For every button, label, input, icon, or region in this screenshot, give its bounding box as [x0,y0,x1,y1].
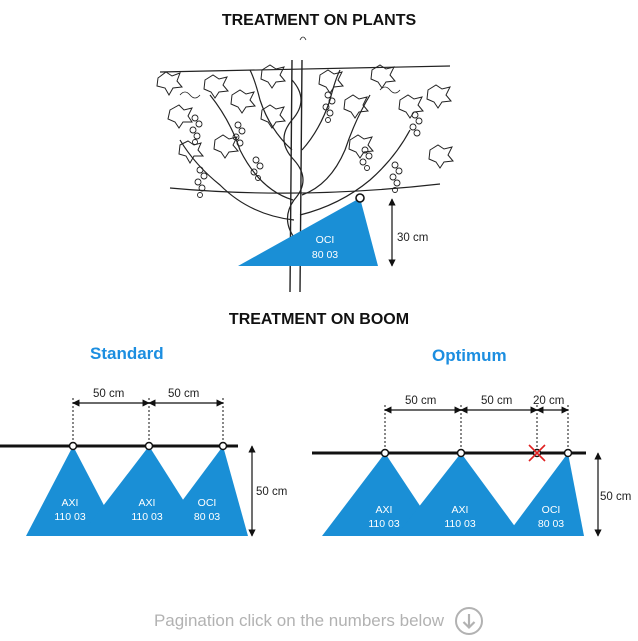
optimum-nozzle[interactable] [456,448,466,458]
standard-nozzle[interactable] [218,441,228,451]
standard-nozzle-model: AXI [139,497,156,509]
optimum-spray-fan [396,453,522,536]
optimum-nozzle[interactable] [380,448,390,458]
standard-nozzle[interactable] [68,441,78,451]
standard-nozzle[interactable] [144,441,154,451]
vine-illustration [156,36,454,293]
optimum-label: Optimum [432,346,507,365]
optimum-nozzle-code: 110 03 [444,518,475,530]
optimum-nozzle-model: AXI [452,504,469,516]
plant-nozzle[interactable] [355,193,365,203]
optimum-nozzle-model: OCI [542,504,561,516]
pagination-text: Pagination click on the numbers below [153,611,445,630]
plants-title: TREATMENT ON PLANTS [221,12,417,29]
optimum-nozzle-model: AXI [376,504,393,516]
pagination-hint[interactable]: Pagination click on the numbers below [0,606,638,636]
optimum-spacing-label: 20 cm [533,395,564,407]
standard-spray-fan [26,446,120,536]
standard-spacing-label: 50 cm [93,388,124,400]
standard-nozzle-code: 110 03 [54,511,85,523]
boom-title: TREATMENT ON BOOM [228,311,410,328]
optimum-nozzle[interactable] [563,448,573,458]
standard-nozzle-code: 80 03 [194,511,220,523]
plant-nozzle-code: 80 03 [312,249,338,261]
optimum-height-label: 50 cm [600,491,631,503]
standard-nozzle-model: AXI [62,497,79,509]
plant-spray-fan [238,198,378,266]
optimum-spray-fan [506,453,584,536]
optimum-spacing-label: 50 cm [405,395,436,407]
optimum-spacing-label: 50 cm [481,395,512,407]
optimum-boom [312,405,602,537]
standard-spray-fan [156,446,248,536]
standard-height-label: 50 cm [256,486,287,498]
optimum-spray-fan [322,453,440,536]
removed-nozzle-cross-icon [528,444,546,462]
standard-nozzle-model: OCI [198,497,217,509]
plant-height-label: 30 cm [397,232,428,244]
standard-label: Standard [90,344,164,363]
optimum-nozzle-code: 110 03 [368,518,399,530]
plant-nozzle-model: OCI [316,234,335,246]
standard-nozzle-code: 110 03 [131,511,162,523]
standard-boom [0,398,256,537]
standard-spacing-label: 50 cm [168,388,199,400]
arrow-down-circle-icon[interactable] [454,606,484,636]
optimum-nozzle-code: 80 03 [538,518,564,530]
